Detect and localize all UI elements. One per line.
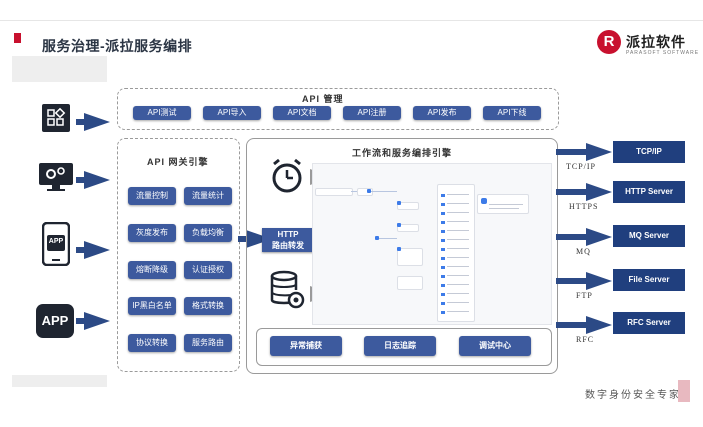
gateway-item-protocol-convert[interactable]: 协议转换: [128, 334, 176, 352]
file-server-box[interactable]: File Server: [613, 269, 685, 291]
arrow-right-icon: [586, 228, 612, 246]
arrow-shaft: [556, 322, 588, 328]
protocol-label-rfc: RFC: [576, 335, 595, 344]
http-route-box[interactable]: HTTP 路由转发: [262, 228, 314, 252]
debug-center-button[interactable]: 调试中心: [459, 336, 531, 356]
gateway-item-ip-list[interactable]: IP黑白名单: [128, 297, 176, 315]
http-route-sublabel: 路由转发: [272, 241, 304, 250]
arrow-right-icon: [84, 241, 110, 259]
api-manage-panel: [117, 88, 559, 130]
footer-slogan: 数字身份安全专家: [585, 390, 681, 401]
shade-band: [12, 375, 107, 387]
api-register-button[interactable]: API注册: [343, 106, 401, 120]
top-divider: [0, 20, 703, 21]
brand-name: 派拉软件: [626, 34, 686, 50]
arrow-right-icon: [84, 312, 110, 330]
flow-node: [315, 188, 353, 196]
arrow-right-icon: [84, 171, 110, 189]
brand-logo-icon: R: [597, 30, 621, 54]
arrow-shaft: [76, 177, 86, 183]
engine-title: 工作流和服务编排引擎: [352, 148, 453, 158]
arrow-shaft: [238, 236, 248, 242]
rfc-server-box[interactable]: RFC Server: [613, 312, 685, 334]
api-gateway-title: API 网关引擎: [147, 157, 209, 167]
api-offline-button[interactable]: API下线: [483, 106, 541, 120]
api-publish-button[interactable]: API发布: [413, 106, 471, 120]
http-server-box[interactable]: HTTP Server: [613, 181, 685, 203]
database-gear-icon: [270, 270, 306, 310]
gateway-item-circuit-breaker[interactable]: 熔断降级: [128, 261, 176, 279]
api-import-button[interactable]: API导入: [203, 106, 261, 120]
timer-icon: [270, 158, 304, 194]
arrow-shaft: [76, 119, 86, 125]
gateway-item-rate-limit[interactable]: 流量控制: [128, 187, 176, 205]
flow-node: [357, 188, 373, 196]
exception-capture-button[interactable]: 异常捕获: [270, 336, 342, 356]
flow-node: [397, 202, 419, 210]
protocol-label-mq: MQ: [576, 247, 591, 256]
api-gateway-panel: [117, 138, 240, 372]
brand-subtitle: PARASOFT SOFTWARE: [626, 50, 700, 56]
grid-icon: [42, 104, 70, 132]
log-trace-button[interactable]: 日志追踪: [364, 336, 436, 356]
engine-panel: [246, 138, 558, 374]
tcp-ip-box[interactable]: TCP/IP: [613, 141, 685, 163]
monitor-gear-icon: [38, 162, 74, 192]
gateway-item-gray-release[interactable]: 灰度发布: [128, 224, 176, 242]
arrow-shaft: [556, 234, 588, 240]
flow-node: [397, 248, 423, 266]
workflow-screenshot: [312, 163, 552, 325]
gateway-item-load-balance[interactable]: 负载均衡: [184, 224, 232, 242]
arrow-shaft: [76, 318, 86, 324]
gateway-item-traffic-stats[interactable]: 流量统计: [184, 187, 232, 205]
gateway-item-auth[interactable]: 认证授权: [184, 261, 232, 279]
title-accent-mark: [14, 33, 21, 43]
api-test-button[interactable]: API测试: [133, 106, 191, 120]
shade-band: [12, 56, 107, 82]
gateway-item-service-route[interactable]: 服务路由: [184, 334, 232, 352]
protocol-label-https: HTTPS: [569, 202, 599, 211]
mobile-app-icon: APP: [41, 221, 71, 267]
app-badge-icon: APP: [36, 304, 74, 338]
mobile-app-label: APP: [48, 238, 64, 245]
engine-bottom-bar: [256, 328, 552, 366]
protocol-label-ftp: FTP: [576, 291, 593, 300]
api-doc-button[interactable]: API文档: [273, 106, 331, 120]
flow-node: [397, 224, 419, 232]
arrow-shaft: [556, 149, 588, 155]
page-title: 服务治理-派拉服务编排: [42, 38, 193, 54]
arrow-shaft: [556, 278, 588, 284]
arrow-right-icon: [586, 272, 612, 290]
arrow-right-icon: [586, 143, 612, 161]
api-manage-title: API 管理: [302, 94, 344, 104]
flow-node: [397, 276, 423, 290]
arrow-right-icon: [84, 113, 110, 131]
http-route-label: HTTP: [277, 230, 299, 239]
protocol-label-tcp: TCP/IP: [566, 162, 597, 171]
mq-server-box[interactable]: MQ Server: [613, 225, 685, 247]
gateway-item-format-convert[interactable]: 格式转换: [184, 297, 232, 315]
arrow-shaft: [76, 247, 86, 253]
arrow-shaft: [556, 189, 588, 195]
footer-accent-mark: [678, 380, 690, 402]
arrow-right-icon: [586, 183, 612, 201]
arrow-right-icon: [586, 316, 612, 334]
